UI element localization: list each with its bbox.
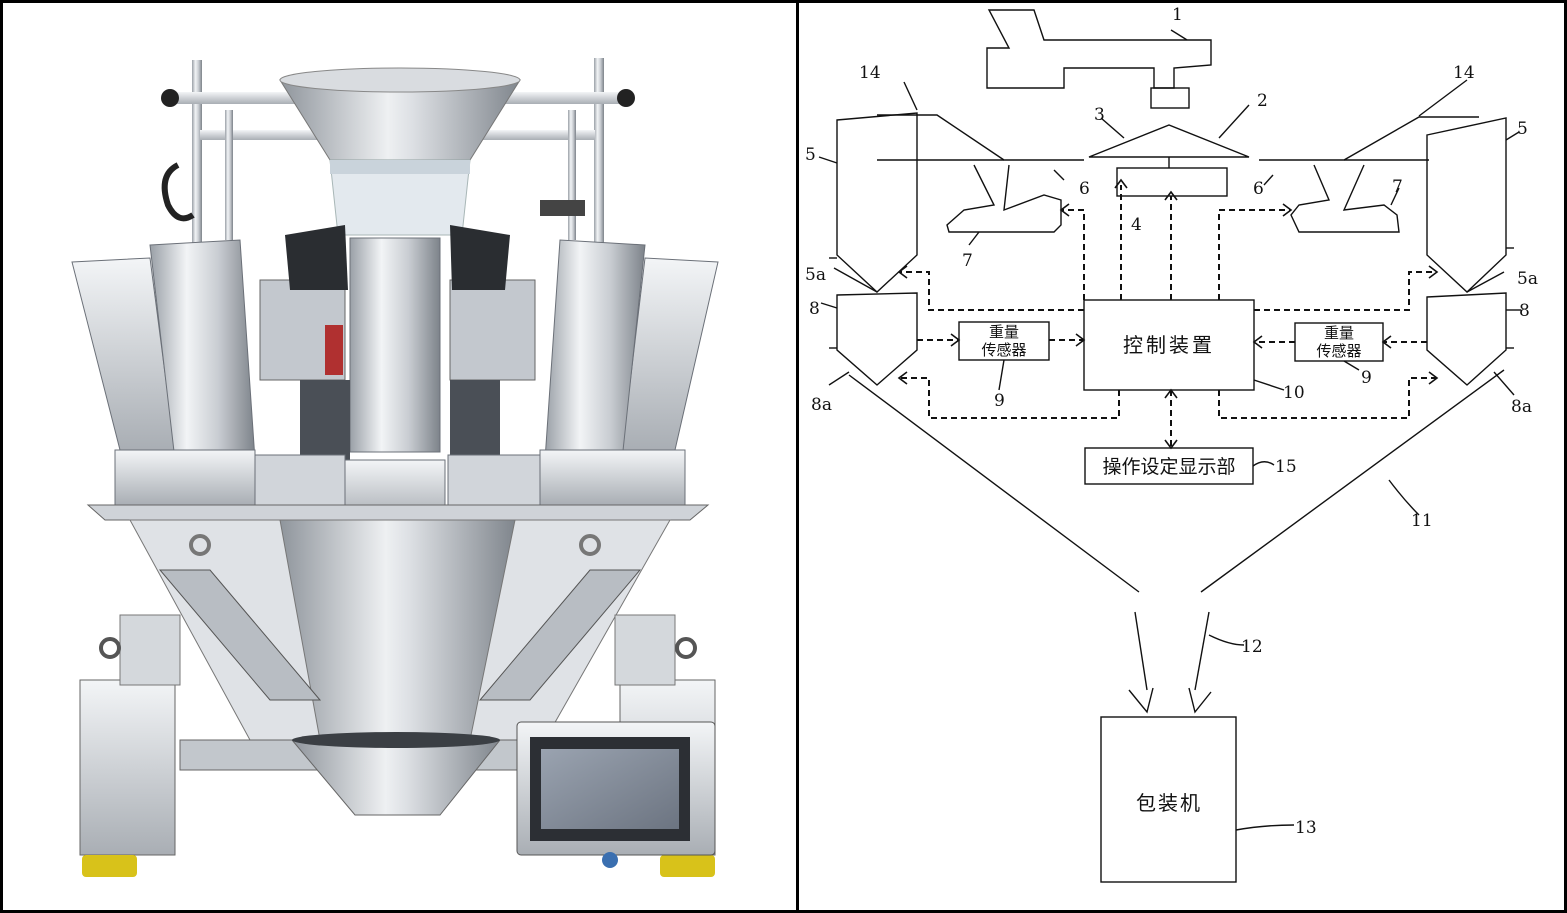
label-7-left: 7 <box>962 251 973 271</box>
label-11: 11 <box>1411 511 1433 531</box>
sensor-left-line1: 重量 <box>989 323 1019 341</box>
label-14-right: 14 <box>1453 63 1475 83</box>
weigher-photo <box>71 58 719 877</box>
label-3: 3 <box>1094 105 1105 125</box>
label-15: 15 <box>1275 457 1297 477</box>
sensor-right-line2: 传感器 <box>1316 342 1361 360</box>
memory-hopper-right <box>1290 164 1400 233</box>
feeder-conveyor <box>986 9 1212 109</box>
control-box <box>1083 299 1255 391</box>
label-4: 4 <box>1131 215 1142 235</box>
label-2: 2 <box>1257 91 1268 111</box>
label-5a-left: 5a <box>805 265 826 285</box>
label-7-right: 7 <box>1392 177 1403 197</box>
label-8-right: 8 <box>1519 301 1530 321</box>
pool-hopper-left <box>836 112 918 293</box>
weigh-hopper-left <box>836 292 918 386</box>
top-funnel <box>279 67 521 236</box>
touch-panel <box>516 721 716 868</box>
pool-hoppers <box>71 225 719 520</box>
label-10: 10 <box>1283 383 1305 403</box>
label-6-left: 6 <box>1079 179 1090 199</box>
label-5-right: 5 <box>1517 119 1528 139</box>
label-6-right: 6 <box>1253 179 1264 199</box>
panel-divider <box>796 0 799 913</box>
label-8-left: 8 <box>809 299 820 319</box>
pool-hopper-right <box>1426 117 1507 293</box>
packer-label: 包装机 <box>1136 791 1202 815</box>
label-5a-right: 5a <box>1517 269 1538 289</box>
label-9-right: 9 <box>1361 368 1372 388</box>
collecting-chute <box>848 369 1505 714</box>
memory-hopper-left <box>946 164 1062 233</box>
packer-box <box>1100 716 1237 883</box>
discharge-chute <box>290 732 502 816</box>
sensor-left-line2: 传感器 <box>981 341 1026 359</box>
label-13: 13 <box>1295 818 1317 838</box>
panel-label: 操作设定显示部 <box>1102 456 1235 478</box>
label-8a-left: 8a <box>811 395 832 415</box>
label-8a-right: 8a <box>1511 397 1532 417</box>
sensor-right-line1: 重量 <box>1324 324 1354 342</box>
label-12: 12 <box>1241 637 1263 657</box>
radial-trough-right <box>1259 116 1479 161</box>
chutes <box>158 569 642 701</box>
label-9-left: 9 <box>994 391 1005 411</box>
radial-trough-left <box>877 114 1084 161</box>
label-1: 1 <box>1172 5 1183 25</box>
schematic-diagram: 控制装置 重量 传感器 重量 传感器 操作设定显示部 包装机 1 2 3 4 5… <box>805 5 1538 883</box>
label-14-left: 14 <box>859 63 881 83</box>
label-5-left: 5 <box>805 145 816 165</box>
reference-numerals: 1 2 3 4 5 5 5a 5a 6 6 7 7 8 8 8a 8a 9 9 … <box>805 5 1538 838</box>
control-label: 控制装置 <box>1123 333 1215 357</box>
